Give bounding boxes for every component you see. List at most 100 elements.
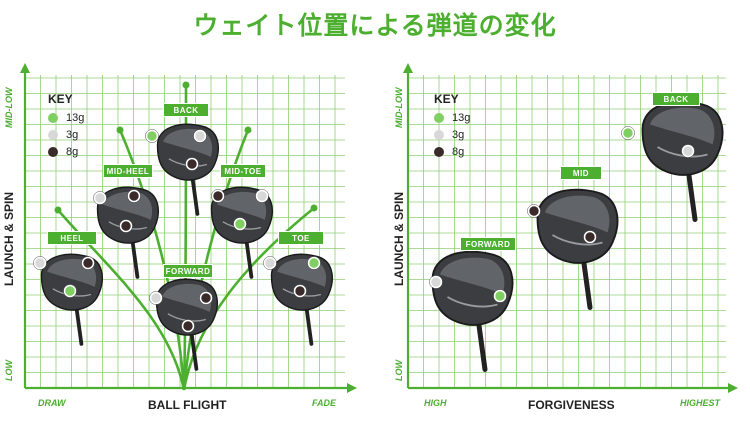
club-sole-line [447,296,498,308]
club-crown-highlight [650,107,715,145]
weight-dot [181,319,195,333]
weight-dot-ring [621,126,635,140]
weight-dot [293,284,307,298]
left-x-axis-right: FADE [312,398,337,408]
weight-dot [119,219,133,233]
flight-path-arrow [118,129,186,391]
key-title: KEY [48,92,73,106]
weight-dot [193,129,207,143]
tag-forward-left: FORWARD [163,264,213,278]
club-forward-right [431,250,514,372]
club-sole-line [167,313,207,322]
y-axis-arrow [403,63,413,73]
left-y-axis-low: LOW [4,360,14,381]
key-item-3g: 3g [48,126,84,143]
weight-dot-ring [63,284,77,298]
tag-back: BACK [163,103,209,117]
weight-dot-ring [119,219,133,233]
right-key-legend: KEY 13g 3g 8g [434,92,470,160]
flight-path-arrowhead [182,81,190,89]
forgiveness-panel [380,60,750,439]
weight-dot [429,275,443,289]
flight-path-arrowhead [54,206,62,214]
left-y-axis-high: MID-LOW [4,87,14,129]
weight-dot [127,189,141,203]
weight-dot-ring [211,189,225,203]
weight-dot [149,291,163,305]
weight-dot-ring [33,256,47,270]
weight-dot [33,256,47,270]
weight-dot [211,189,225,203]
weight-dot [527,204,541,218]
x-axis-arrow [347,383,357,393]
key-item-8g: 8g [434,143,470,160]
weight-dot [255,189,269,203]
weight-dot [681,144,695,158]
tag-mid: MID [560,166,602,180]
weight-8g-dot [434,146,444,157]
weight-dot-ring [429,275,443,289]
right-y-axis-high: MID-LOW [394,87,404,129]
weight-dot-ring [263,256,277,270]
weight-dot [583,230,597,244]
weight-13g-dot [48,112,58,123]
weight-dot [199,291,213,305]
weight-dot-ring [145,129,159,143]
club-crown-highlight [162,283,212,312]
weight-dot-ring [293,284,307,298]
weight-dot-ring [199,291,213,305]
weight-dot-ring [307,256,321,270]
weight-3g-dot [434,129,444,140]
weight-dot-ring [181,319,195,333]
key-item-3g: 3g [434,126,470,143]
club-sole-line [552,234,603,246]
tag-back-right: BACK [652,92,700,106]
flight-path-arrowhead [116,126,124,134]
weight-dot [145,129,159,143]
weight-3g-dot [48,129,58,140]
right-y-axis-label: LAUNCH & SPIN [392,191,406,286]
weight-dot-ring [681,144,695,158]
club-sole-line [657,146,708,158]
weight-8g-dot [48,146,58,157]
weight-dot-ring [127,189,141,203]
weight-dot [233,217,247,231]
flight-path-arrowhead [310,204,318,212]
flight-path-arrow [182,206,315,391]
key-title: KEY [434,92,459,106]
weight-dot-ring [81,256,95,270]
key-item-13g: 13g [434,109,470,126]
right-x-axis-label: FORGIVENESS [528,398,615,412]
left-key-legend: KEY 13g 3g 8g [48,92,84,160]
weight-dot-ring [255,189,269,203]
right-x-axis-left: HIGH [424,398,447,408]
weight-dot [621,126,635,140]
weight-dot [185,157,199,171]
right-x-axis-right: HIGHEST [680,398,721,408]
weight-dot-ring [149,291,163,305]
weight-dot-ring [185,157,199,171]
left-x-axis-label: BALL FLIGHT [148,398,227,412]
page-title: ウェイト位置による弾道の変化 [193,11,557,40]
right-y-axis-low: LOW [394,360,404,381]
club-toe [270,253,333,346]
left-y-axis-label: LAUNCH & SPIN [2,191,16,286]
weight-dot [263,256,277,270]
weight-dot-ring [93,191,107,205]
flight-path-arrowhead [244,126,252,134]
y-axis-arrow [20,63,30,73]
flight-path-arrow [182,129,250,391]
club-mid-right [536,188,619,310]
tag-forward-right: FORWARD [460,237,516,251]
weight-dot-ring [493,289,507,303]
club-crown-highlight [545,195,610,233]
weight-dot-ring [193,129,207,143]
tag-toe: TOE [278,231,324,245]
weight-13g-dot [434,112,444,123]
weight-dot [81,256,95,270]
weight-dot [93,191,107,205]
weight-dot-ring [583,230,597,244]
key-item-13g: 13g [48,109,84,126]
weight-dot-ring [527,204,541,218]
tag-mid-toe: MID-TOE [220,164,266,178]
